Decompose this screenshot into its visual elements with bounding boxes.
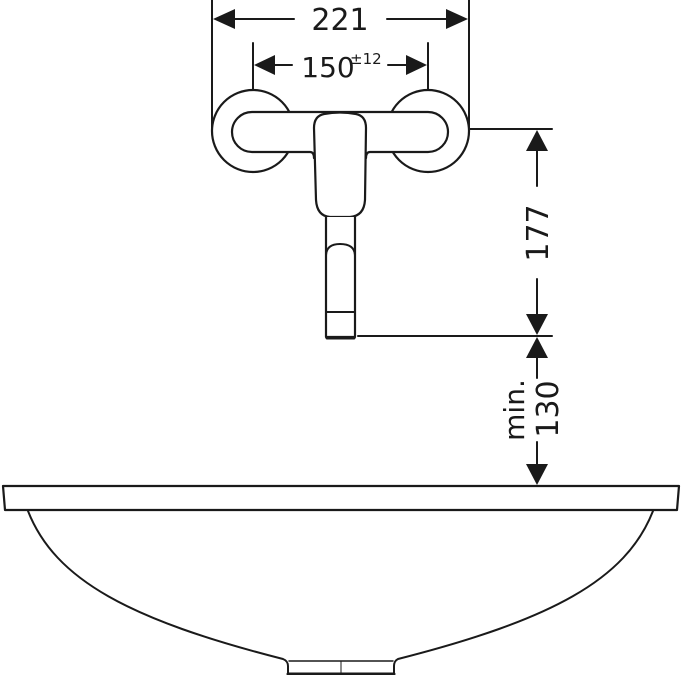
dimension-130: [526, 337, 548, 485]
dimension-150: [254, 55, 427, 75]
spout: [324, 215, 357, 340]
dimension-177: [526, 130, 548, 335]
dimension-221-label: 221: [311, 3, 368, 38]
dimension-221: [213, 9, 468, 29]
lever-handle: [312, 111, 368, 219]
dimension-130-prefix: min.: [498, 379, 531, 441]
dimension-150-label: 150: [301, 51, 354, 84]
dimension-130-label: 130: [531, 380, 566, 437]
washbasin-bowl: [27, 510, 654, 675]
dimension-150-value: 150: [301, 51, 354, 84]
dimension-150-tolerance: ±12: [350, 50, 382, 68]
drain: [286, 660, 396, 675]
washbasin-rim: [1, 484, 681, 512]
dimension-177-label: 177: [521, 204, 556, 261]
